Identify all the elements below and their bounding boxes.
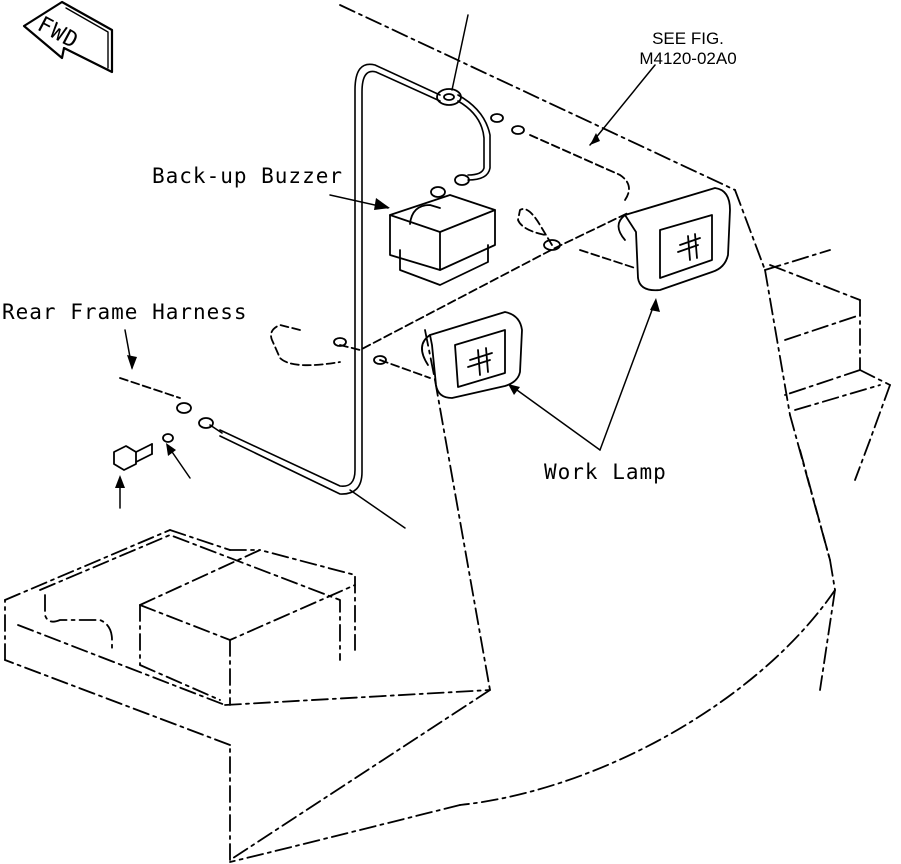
bolt-icon — [113, 443, 153, 471]
machine-body-outline — [4, 4, 891, 863]
backup-buzzer-label: Back-up Buzzer — [152, 164, 344, 188]
fwd-arrow-icon — [22, 0, 114, 74]
arrowheads — [115, 133, 660, 488]
see-fig-reference-line2: M4120-02A0 — [639, 49, 737, 68]
work-lamp-harness — [119, 134, 636, 399]
connectors — [176, 88, 561, 429]
rear-frame-harness-label: Rear Frame Harness — [2, 300, 248, 324]
work-lamp-lower — [421, 311, 523, 399]
main-harness-line — [209, 63, 491, 495]
work-lamp-upper — [617, 187, 731, 292]
battery-boxes — [39, 534, 356, 706]
work-lamp-label: Work Lamp — [544, 460, 667, 484]
leader-lines — [119, 14, 656, 529]
backup-buzzer — [389, 194, 496, 286]
washer-icon — [162, 433, 174, 443]
see-fig-reference-line1: SEE FIG. — [652, 29, 724, 48]
